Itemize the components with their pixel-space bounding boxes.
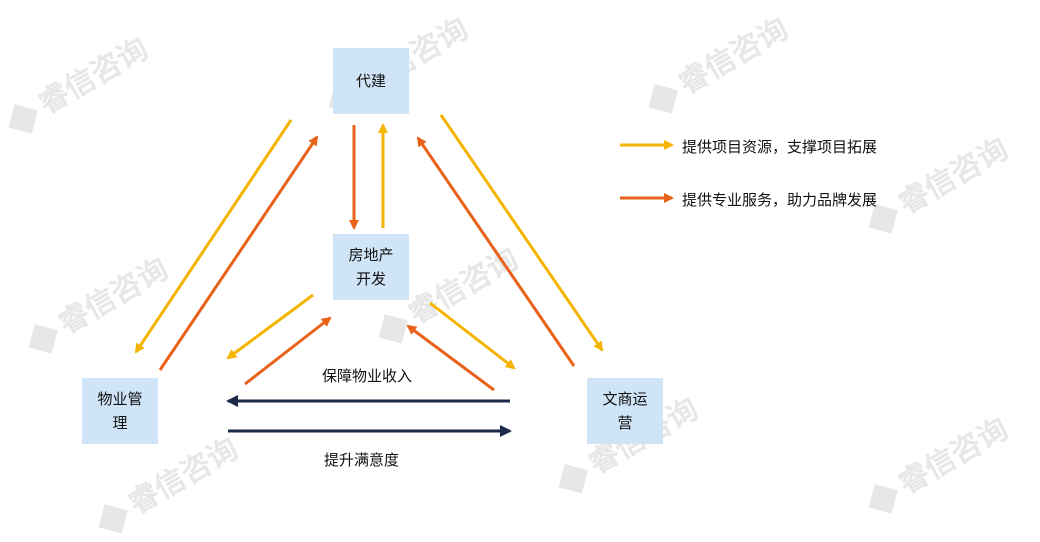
- node-fangdichan-line1: 房地产: [348, 246, 394, 264]
- legend-yellow-text: 提供项目资源，支撑项目拓展: [682, 138, 878, 156]
- arrow-daijian-to-wsy: [439, 114, 604, 352]
- label-tisheng: 提升满意度: [324, 451, 400, 469]
- arrow-layer: [134, 114, 674, 437]
- node-wuye: 物业管 理: [82, 378, 158, 444]
- node-wenshang-line1: 文商运: [602, 390, 648, 408]
- node-wuye-line1: 物业管: [97, 390, 143, 408]
- arrow-fdc-to-wsy: [429, 301, 516, 370]
- node-wenshang: 文商运 营: [587, 378, 663, 444]
- node-wuye-line2: 理: [112, 414, 128, 432]
- arrow-fdc-to-wuye: [226, 293, 314, 360]
- node-daijian: 代建: [333, 48, 409, 114]
- arrow-wuye-to-daijian: [158, 135, 319, 371]
- arrow-wsy-to-daijian: [416, 136, 576, 367]
- arrow-wsy-to-fdc: [406, 324, 495, 392]
- node-fangdichan: 房地产 开发: [333, 234, 409, 300]
- legend-orange-text: 提供专业服务，助力品牌发展: [682, 191, 878, 209]
- arrow-wuye-to-fdc: [244, 316, 332, 386]
- arrow-daijian-to-wuye: [134, 119, 293, 354]
- label-baozhang: 保障物业收入: [322, 367, 413, 385]
- node-daijian-label: 代建: [355, 72, 386, 90]
- node-wenshang-line2: 营: [617, 414, 633, 432]
- node-fangdichan-line2: 开发: [355, 270, 386, 288]
